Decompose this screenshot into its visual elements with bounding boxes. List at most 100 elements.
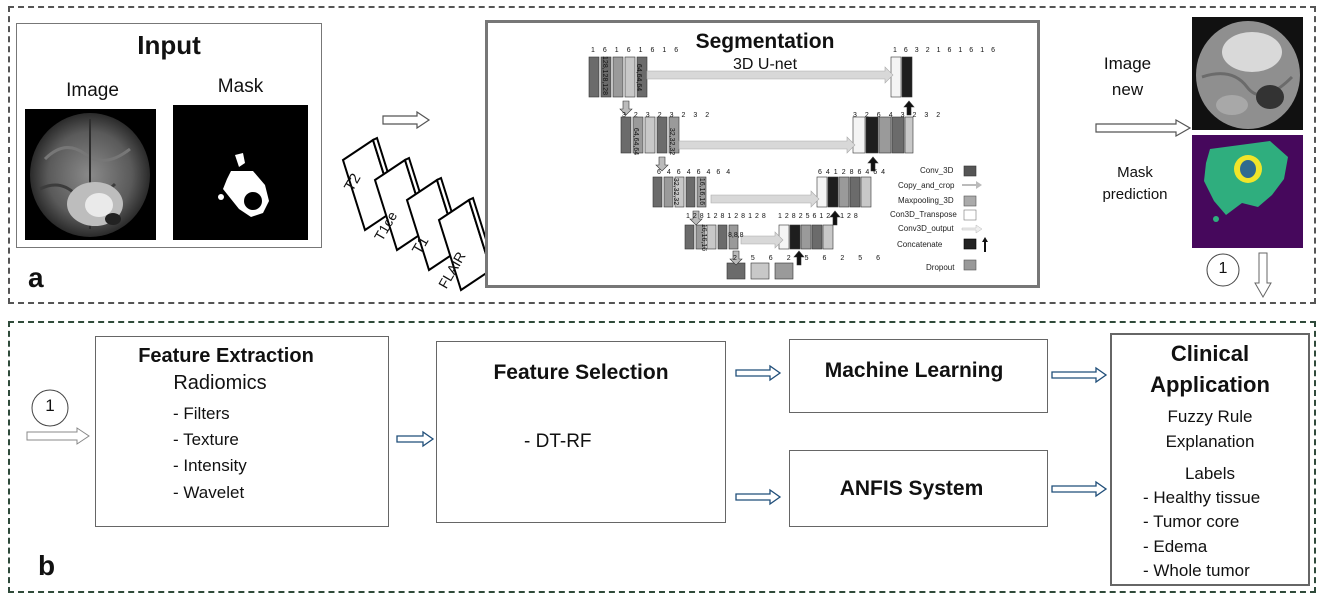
unet-layer-block [685, 176, 696, 208]
fe-item-wavelet: - Wavelet [173, 483, 245, 502]
clinical-label-edema: - Edema [1143, 537, 1208, 556]
unet-ch-l2-right: 32643232 [853, 112, 949, 119]
arrow-ml-to-clinical [1051, 366, 1108, 384]
unet-layer-block [656, 116, 668, 154]
unet-layer-block [695, 224, 706, 250]
unet-maxpool-arrow [689, 210, 703, 226]
input-title: Input [137, 30, 201, 60]
unet-dim-l3-out: 16,16,16 [698, 177, 706, 206]
arrow-to-segmentation [382, 110, 431, 130]
fe-item-filters: - Filters [173, 404, 230, 423]
clinical-title-1: Clinical [1170, 341, 1250, 366]
feature-extraction-subtitle: Radiomics [173, 372, 267, 394]
legend-concatenate: Concatenate [897, 240, 943, 249]
feature-selection-title: Feature Selection [493, 361, 669, 384]
panel-b [8, 321, 1316, 593]
input-mri-image [25, 109, 156, 240]
unet-layer-block [588, 56, 600, 98]
legend-swatches [961, 165, 988, 271]
panel-a-label: a [28, 262, 44, 293]
unet-ch-l1-right: 1632161616 [893, 47, 1002, 54]
panel-b-label: b [38, 550, 56, 581]
feature-extraction-title: Feature Extraction [138, 345, 314, 367]
unet-layer-block [652, 176, 663, 208]
arrow-to-output [1095, 118, 1192, 138]
output-mask-prediction [1192, 135, 1303, 248]
unet-ch-l4-left: 128128128128 [686, 213, 769, 220]
unet-dim-l2-out: 32,32,32 [668, 127, 676, 156]
unet-layer-block [878, 116, 892, 154]
clinical-title-2: Application [1150, 372, 1270, 397]
unet-maxpool-arrow [655, 156, 669, 172]
clinical-label-healthy: - Healthy tissue [1143, 488, 1261, 507]
unet-ch-l2-left: 32323232 [622, 112, 718, 119]
arrow-anfis-to-clinical [1051, 480, 1108, 498]
unet-concat-arrow [793, 250, 805, 266]
unet-layer-block [822, 224, 834, 250]
fe-item-intensity: - Intensity [173, 456, 247, 475]
legend-maxpool: Maxpooling_3D [898, 196, 954, 205]
feature-selection-item: - DT-RF [524, 431, 592, 452]
unet-layer-block [612, 56, 624, 98]
machine-learning-title: Machine Learning [824, 359, 1004, 382]
legend-copy-crop: Copy_and_crop [898, 181, 955, 190]
input-mask-image [173, 105, 308, 240]
unet-ch-l3-left: 64646464 [657, 169, 737, 176]
clinical-fuzzy-rule: Fuzzy Rule [1167, 407, 1253, 426]
unet-layer-block [778, 224, 790, 250]
connector-1-a [1206, 252, 1272, 299]
anfis-title: ANFIS System [839, 477, 984, 500]
unet-layer-block [668, 116, 680, 154]
unet-layer-block [644, 116, 656, 154]
unet-ch-bottom: 256256256 [733, 255, 895, 262]
segmentation-subtitle: 3D U-net [732, 56, 798, 73]
unet-layer-block [696, 176, 707, 208]
unet-ch-l4-right: 128256128128 [778, 213, 861, 220]
unet-layer-block [816, 176, 828, 208]
unet-layer-block [860, 176, 872, 208]
unet-layer-block [852, 116, 866, 154]
image-label: Image [66, 80, 119, 101]
unet-maxpool-arrow [729, 250, 743, 266]
unet-dim-l4-out: 8,8,8 [728, 232, 744, 239]
feature-extraction-box [95, 336, 389, 527]
clinical-explanation: Explanation [1165, 432, 1255, 451]
unet-layer-block [838, 176, 850, 208]
unet-layer-block [774, 262, 794, 280]
arrow-fs-to-anfis [735, 488, 782, 506]
clinical-application-box [1110, 333, 1310, 586]
unet-ch-l1-left: 16161616 [591, 47, 687, 54]
connector-1-a-label: 1 [1218, 260, 1228, 277]
unet-maxpool-arrow [619, 100, 633, 116]
unet-layer-block [620, 116, 632, 154]
unet-layer-block [706, 224, 717, 250]
unet-concat-arrow [867, 156, 879, 172]
panel-a [8, 6, 1316, 304]
unet-concat-arrow [829, 210, 841, 226]
feature-selection-box [436, 341, 726, 523]
machine-learning-box [789, 339, 1048, 413]
unet-dim-l1-out: 64,64,64 [635, 63, 643, 92]
unet-layer-block [717, 224, 728, 250]
unet-ch-l3-right: 641286464 [818, 169, 890, 176]
unet-layer-block [865, 116, 879, 154]
fe-item-texture: - Texture [173, 430, 239, 449]
unet-layer-block [663, 176, 674, 208]
mask-label: Mask [217, 76, 264, 97]
connector-1-b [26, 389, 90, 445]
unet-dim-l2: 64,64,64 [632, 127, 640, 156]
modality-stack [341, 136, 497, 292]
segmentation-title: Segmentation [695, 30, 835, 53]
unet-layer-block [800, 224, 812, 250]
unet-layer-block [904, 116, 914, 154]
unet-layer-block [600, 56, 612, 98]
unet-layer-block [890, 56, 902, 98]
unet-layer-block [789, 224, 801, 250]
unet-layer-block [684, 224, 695, 250]
output-mri-image [1192, 17, 1303, 130]
unet-dim-l4: 16,16,16 [700, 223, 708, 252]
unet-layer-block [891, 116, 905, 154]
unet-dim-l3: 32,32,32 [672, 177, 680, 206]
unet-layer-block [811, 224, 823, 250]
